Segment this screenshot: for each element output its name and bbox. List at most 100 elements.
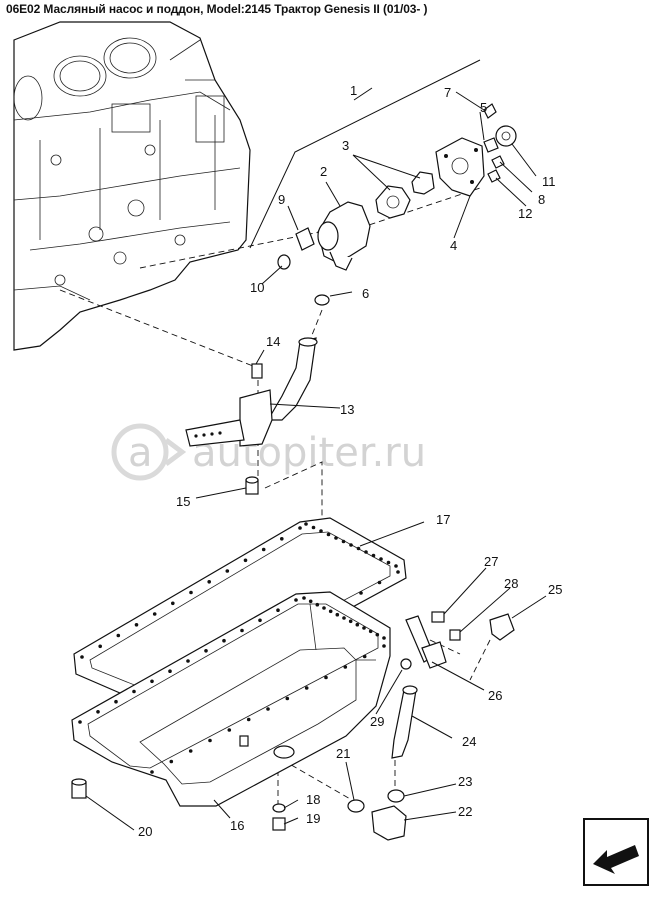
bolt-hole: [382, 644, 386, 648]
bolt-hole: [294, 598, 298, 602]
bolt-hole: [285, 696, 290, 701]
bolt-hole: [362, 654, 367, 659]
bolt-hole: [208, 738, 212, 743]
bolt-hole: [298, 526, 302, 530]
bolt-hole: [134, 623, 139, 627]
oil-pan-holes: [78, 596, 386, 774]
bolt-hole: [261, 547, 266, 552]
bolt-hole: [116, 633, 121, 638]
callout-22: 22: [458, 804, 472, 819]
bolt-hole: [348, 619, 353, 624]
bolt-hole: [189, 590, 193, 595]
bolt-hole: [342, 616, 346, 620]
bolt-hole: [362, 626, 366, 630]
callout-10: 10: [250, 280, 264, 295]
bolt-hole: [379, 557, 383, 561]
bolt-hole: [78, 720, 82, 724]
bolt-hole: [375, 632, 380, 637]
bolt-hole: [368, 629, 373, 634]
callout-3: 3: [342, 138, 349, 153]
bolt-hole: [377, 580, 382, 585]
bolt-hole: [132, 689, 136, 694]
bolt-hole: [266, 707, 270, 711]
bolt-hole: [302, 596, 306, 600]
callout-24: 24: [462, 734, 476, 749]
bolt-hole: [341, 539, 346, 544]
page-title: 06E02 Масляный насос и поддон, Model:214…: [6, 2, 428, 16]
bolt-hole: [364, 550, 368, 554]
bolt-hole: [322, 606, 326, 610]
bolt-hole: [328, 609, 333, 614]
fill-pipe-assembly: [347, 611, 515, 841]
bolt-hole: [186, 659, 190, 663]
callout-5: 5: [480, 100, 487, 115]
bolt-hole: [227, 728, 232, 732]
callout-19: 19: [306, 811, 320, 826]
bolt-hole: [304, 522, 308, 526]
back-navigation-button[interactable]: [583, 818, 649, 886]
callout-26: 26: [488, 688, 502, 703]
bolt-hole: [114, 699, 118, 704]
callout-4: 4: [450, 238, 457, 253]
callout-20: 20: [138, 824, 152, 839]
leader-lines: [85, 59, 547, 831]
callout-18: 18: [306, 792, 320, 807]
bolt-hole: [168, 669, 172, 673]
bolt-hole: [356, 546, 361, 551]
callout-17: 17: [436, 512, 450, 527]
bolt-hole: [204, 649, 208, 653]
callout-7: 7: [444, 85, 451, 100]
bolt-hole: [371, 553, 376, 558]
bolt-hole: [382, 636, 386, 640]
callout-labels: 1 2 3 4 5 6 7 8 9 10 11 12 13 14 15 16 1…: [138, 83, 562, 839]
callout-8: 8: [538, 192, 545, 207]
bolt-hole: [334, 536, 338, 540]
bolt-hole: [343, 665, 348, 669]
callout-6: 6: [362, 286, 369, 301]
engine-block: [13, 21, 251, 351]
callout-1: 1: [350, 83, 357, 98]
bolt-hole: [171, 601, 175, 606]
bolt-hole: [222, 638, 226, 643]
bolt-hole: [386, 560, 391, 565]
bolt-hole: [319, 529, 323, 533]
bolt-hole: [355, 622, 360, 627]
bolt-hole: [96, 710, 100, 714]
bolt-hole: [276, 608, 280, 612]
bolt-hole: [243, 558, 248, 563]
callout-14: 14: [266, 334, 280, 349]
callout-13: 13: [340, 402, 354, 417]
oil-pump-assembly: [277, 103, 517, 306]
bolt-hole: [324, 675, 328, 680]
bolt-hole: [315, 602, 320, 607]
oil-suction-pipe: [185, 337, 318, 495]
callout-2: 2: [320, 164, 327, 179]
bolt-hole: [150, 770, 154, 774]
watermark-logo-letter: a: [128, 430, 153, 476]
oil-pan-gasket: [73, 517, 407, 707]
bolt-hole: [258, 618, 262, 623]
bolt-hole: [394, 564, 398, 568]
bolt-hole: [349, 543, 353, 547]
callout-16: 16: [230, 818, 244, 833]
bolt-hole: [188, 749, 193, 753]
callout-29: 29: [370, 714, 384, 729]
bolt-hole: [80, 655, 84, 659]
bolt-hole: [98, 644, 102, 649]
bolt-hole: [150, 679, 154, 684]
callout-9: 9: [278, 192, 285, 207]
watermark: a autopiter.ru: [111, 423, 426, 481]
bolt-hole: [240, 628, 244, 633]
callout-28: 28: [504, 576, 518, 591]
bolt-hole: [359, 591, 363, 595]
oil-pan: [71, 591, 391, 807]
bolt-hole: [169, 759, 174, 764]
callout-21: 21: [336, 746, 350, 761]
callout-15: 15: [176, 494, 190, 509]
bolt-hole: [207, 580, 211, 584]
bolt-hole: [304, 686, 309, 690]
bolt-hole: [326, 532, 331, 537]
callout-27: 27: [484, 554, 498, 569]
bolt-hole: [311, 525, 316, 530]
